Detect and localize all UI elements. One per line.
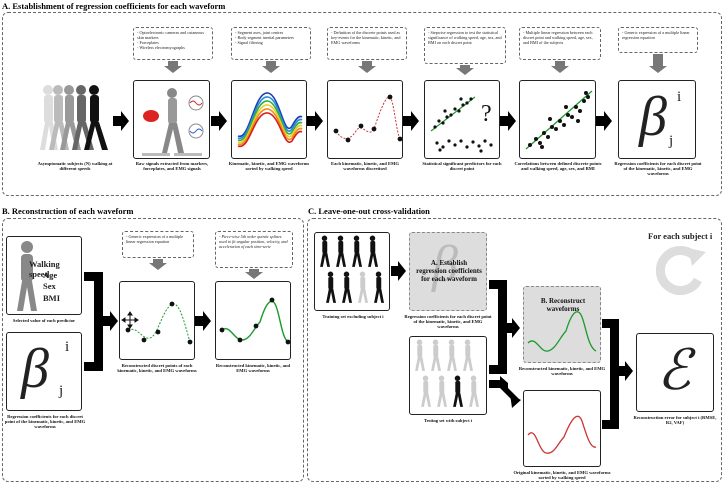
beta-ghost-symbol: β [432,236,458,293]
card-discretised [327,80,403,159]
caption-b-1: Selected value of each predictor [12,318,76,323]
beta-symbol: β [639,86,667,148]
beta-superscript-b: i [65,339,70,355]
caption-a-3: Kinematic, kinetic, and EMG waveforms so… [228,161,310,172]
note-b-1: - Generic expression of a multiple linea… [122,231,194,258]
card-testing-set [409,336,487,415]
card-original-waveforms [523,390,601,467]
caption-c-1: Training set excluding subject i [322,314,384,319]
caption-a-4: Each kinematic, kinetic, and EMG wavefor… [331,161,399,172]
card-beta-coefficients: β i j [618,80,696,159]
card-correlations [519,80,596,159]
card-subjects [36,80,112,155]
note-a-3: - Definition of the discrete points used… [327,27,407,60]
section-b-panel [2,218,304,482]
reconstructed-points-chart [121,301,193,345]
section-a-panel [2,12,722,196]
caption-c-3: Reconstructed kinematic, kinetic, and EM… [518,366,606,377]
walking-people-icon [40,85,108,150]
step-b-label: B. Reconstruct waveforms [540,297,586,313]
predictor-walking-speed: Walking speed [29,259,60,279]
reconstructed-waveform-chart [219,297,290,345]
caption-a-7: Regression coefficients for each discret… [614,161,702,177]
predictor-sex: Sex [43,281,56,291]
caption-a-2: Raw signals extracted from markers, forc… [135,161,209,172]
caption-c-6: Reconstruction error for subject i (RMSE… [633,415,717,426]
caption-c-5: Original kinematic, kinetic, and EMG wav… [513,470,611,481]
note-a-6: - Generic expression of a multiple linea… [618,27,698,53]
original-waveform-chart [527,415,597,454]
beta-subscript-b: j [59,383,64,399]
caption-a-1: Asymptomatic subjects (N) walking at dif… [37,161,113,172]
discretised-waveform-chart [333,94,402,143]
card-reconstructed-waveforms [215,281,291,360]
note-a-5: - Multiple linear regression between eac… [519,27,601,60]
caption-c-4: Testing set with subject i [423,418,473,423]
card-step-a: β A. Establish regression coefficients f… [409,232,487,311]
card-beta-b: β i j [6,332,82,411]
beta-subscript: j [669,133,674,149]
card-predictors: Walking speed Age Sex BMI [6,236,82,315]
caption-a-6: Correlations between defined discrete po… [514,161,602,172]
section-b-title: B. Reconstruction of each waveform [2,206,134,216]
predictor-bmi: BMI [43,293,60,303]
testing-crowd-icon [415,339,479,407]
epsilon-symbol: ℰ [657,340,691,402]
raw-signals-illustration [142,88,204,156]
correlation-scatter-chart [525,90,593,150]
step-b-waveform [527,311,597,352]
note-a-4: - Stepwise regression to test the statis… [424,27,506,64]
note-a-2: - Segment axes, joint centres - Body seg… [231,27,311,60]
card-significant-predictors: ? [424,80,500,159]
card-sorted-waveforms [231,80,307,159]
caption-b-3: Reconstructed discret points of each kin… [117,363,197,374]
person-silhouette-icon [17,241,37,311]
note-b-2: - Piece-wise 5th order quintic splines u… [215,231,293,268]
beta-symbol-b: β [21,338,49,400]
card-step-b: B. Reconstruct waveforms [523,286,601,363]
caption-b-4: Reconstructed kinematic, kinetic, and EM… [215,363,291,374]
note-a-1: - Optoelectronic cameras and cutaneous s… [133,27,213,60]
beta-superscript: i [677,89,682,105]
refresh-loop-icon [655,246,706,295]
section-c-panel [307,218,722,482]
step-a-label: A. Establish regression coefficients for… [416,259,482,283]
caption-b-2: Regression coefficients for each discret… [4,414,86,430]
section-c-title: C. Leave-one-out cross-validation [308,206,430,216]
for-each-subject-label: For each subject i [648,231,713,241]
card-reconstructed-points [119,281,195,360]
scatter-predictors-chart: ? [430,96,493,153]
question-mark: ? [481,101,492,127]
section-a-title: A. Establishment of regression coefficie… [2,1,226,11]
card-training-set [314,232,390,311]
training-crowd-icon [320,235,384,303]
caption-a-5: Statistical significant predictors for e… [422,161,502,172]
rainbow-waveforms-chart [237,92,303,147]
caption-c-2: Regression coefficients for each discret… [404,314,492,330]
predictor-age: Age [43,270,58,280]
card-reconstruction-error: ℰ [636,333,714,412]
card-raw-signals [133,80,210,159]
